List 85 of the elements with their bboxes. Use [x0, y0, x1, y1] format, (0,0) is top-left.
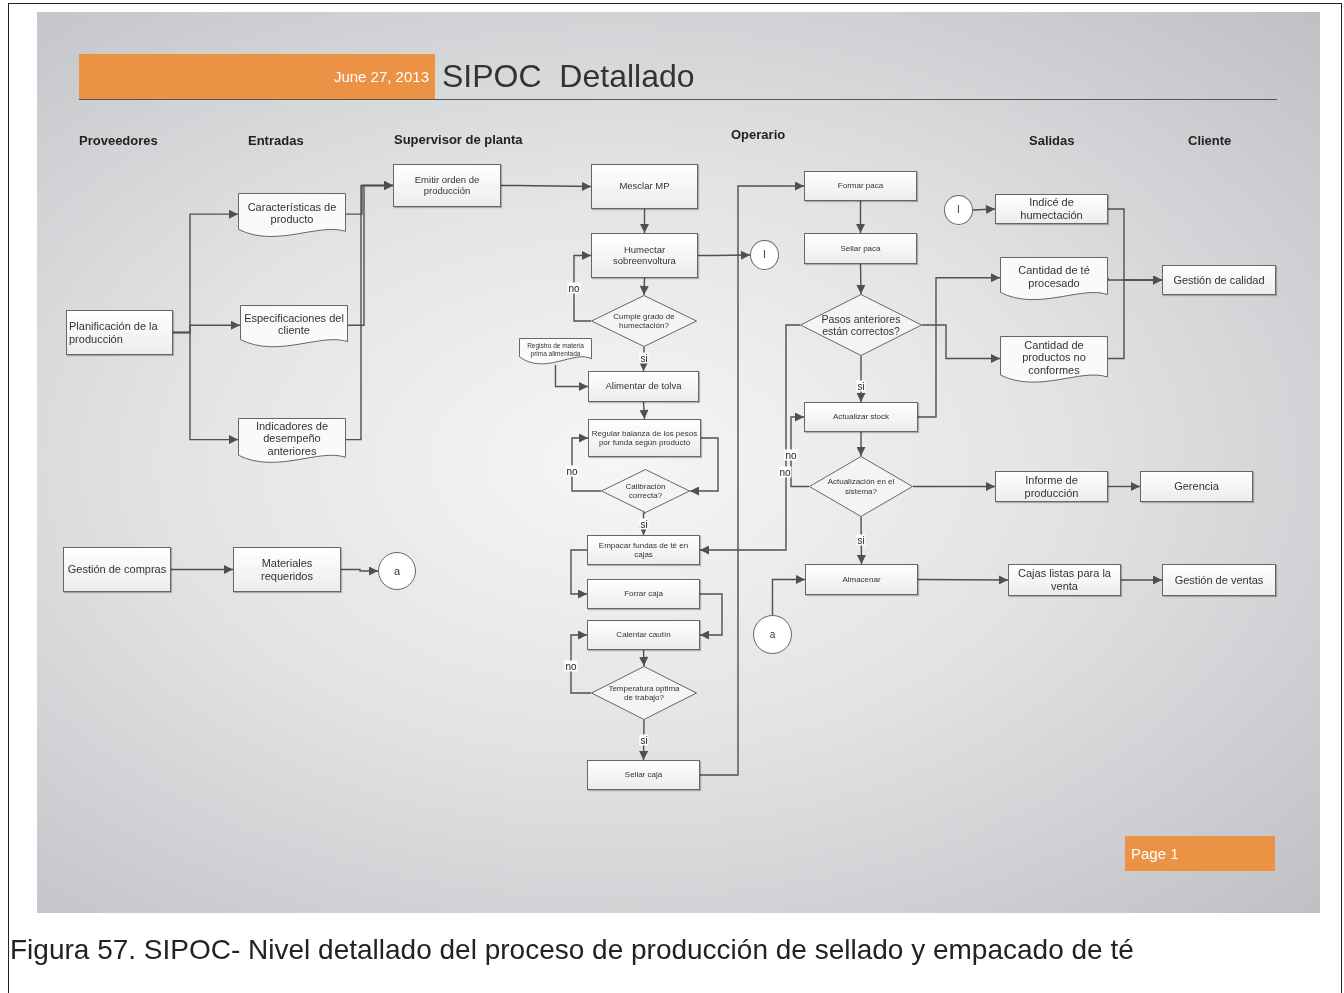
arrow — [912, 482, 996, 491]
arrow — [1107, 482, 1141, 491]
arrow — [570, 630, 592, 694]
arrow — [640, 208, 649, 234]
edge-label: si — [856, 380, 866, 392]
edge-label: si — [639, 352, 649, 364]
process-box: Cajas listas para la venta — [1008, 564, 1121, 596]
edge-label: si — [639, 518, 649, 530]
caption: Figura 57. SIPOC- Nivel detallado del proceso de producción de sellado y empacado de té — [10, 934, 1134, 966]
decision-diamond: Actualización en el sistema? — [809, 456, 913, 517]
arrow — [172, 331, 239, 445]
edge-label: no — [564, 660, 578, 672]
arrow — [699, 593, 723, 640]
arrow — [500, 181, 592, 191]
arrow — [573, 251, 592, 322]
process-box: Gestión de calidad — [1162, 265, 1276, 295]
process-box: Gestión de ventas — [1162, 564, 1276, 596]
column-header: Entradas — [248, 133, 304, 148]
process-box: Forrar caja — [587, 579, 700, 609]
process-box: Regular balanza de los pesos por funda según producto — [588, 419, 701, 457]
arrow — [689, 437, 719, 496]
column-header: Salidas — [1029, 133, 1075, 148]
date-banner: June 27, 2013 — [79, 54, 435, 99]
arrow — [856, 200, 865, 234]
edge-label: no — [565, 465, 579, 477]
column-header: Supervisor de planta — [394, 132, 523, 147]
arrow — [917, 575, 1009, 585]
arrow — [571, 433, 602, 492]
arrow — [639, 719, 649, 761]
arrow — [1120, 575, 1163, 585]
document-shape: Cantidad de té procesado — [1000, 257, 1108, 303]
process-box: Informe de producción — [995, 471, 1108, 502]
process-box: Emitir orden de producción — [393, 164, 501, 207]
arrow — [340, 566, 379, 576]
process-box: Gerencia — [1140, 471, 1253, 502]
process-box: Empacar fundas de té en cajas — [587, 535, 700, 565]
document-shape: Indicadores de desempeño anteriores — [238, 418, 346, 466]
arrow — [697, 250, 751, 260]
document-shape: Especificaciones del cliente — [240, 305, 348, 350]
document-shape: Cantidad de productos no conformes — [1000, 336, 1108, 386]
column-header: Cliente — [1188, 133, 1232, 148]
arrow — [639, 401, 649, 420]
arrow — [699, 324, 801, 555]
arrow — [345, 181, 394, 441]
arrow — [570, 549, 588, 599]
document-shape: Características de producto — [238, 193, 346, 240]
process-box: Indicé de humectación — [995, 194, 1108, 224]
page-label: Page 1 — [1125, 836, 1275, 871]
edge-label: si — [639, 734, 649, 746]
arrow — [699, 181, 805, 776]
edge-label: no — [567, 282, 581, 294]
process-box: Almacenar — [805, 564, 918, 595]
process-box: Materiales requeridos — [233, 547, 341, 592]
process-box: Actualizar stock — [804, 402, 918, 432]
process-box: Calentar cautín — [587, 620, 700, 650]
edge-label: no — [778, 466, 792, 478]
process-box: Humectar sobreenvoltura — [591, 233, 698, 278]
column-header: Proveedores — [79, 133, 158, 148]
process-box: Sellar paca — [804, 233, 917, 264]
process-box: Planificación de la producción — [66, 310, 173, 355]
arrow — [639, 277, 649, 296]
edge-label: si — [856, 534, 866, 546]
arrow — [856, 431, 866, 457]
arrow — [554, 364, 589, 391]
arrow — [856, 263, 866, 295]
arrow — [917, 273, 1001, 418]
process-box: Sellar caja — [587, 760, 700, 790]
arrow — [771, 575, 806, 616]
edge-label: no — [784, 449, 798, 461]
decision-diamond: Pasos anteriores están correctos? — [800, 294, 922, 356]
column-header: Operario — [731, 127, 786, 142]
arrow — [921, 324, 1001, 363]
decision-diamond: Calibración correcta? — [601, 469, 690, 513]
arrow — [972, 204, 996, 214]
arrow — [170, 565, 234, 574]
arrow — [639, 649, 649, 667]
title: SIPOC Detallado — [442, 58, 695, 95]
arrow — [1107, 275, 1163, 360]
decision-diamond: Cumple grado de humectación? — [591, 295, 697, 347]
process-box: Alimentar de tolva — [588, 371, 699, 402]
process-box: Gestión de compras — [63, 547, 171, 592]
process-box: Mesclar MP — [591, 164, 698, 209]
arrow — [639, 346, 649, 372]
decision-diamond: Temperatura optima de trabajo? — [591, 666, 697, 720]
process-box: Formar paca — [804, 171, 917, 201]
